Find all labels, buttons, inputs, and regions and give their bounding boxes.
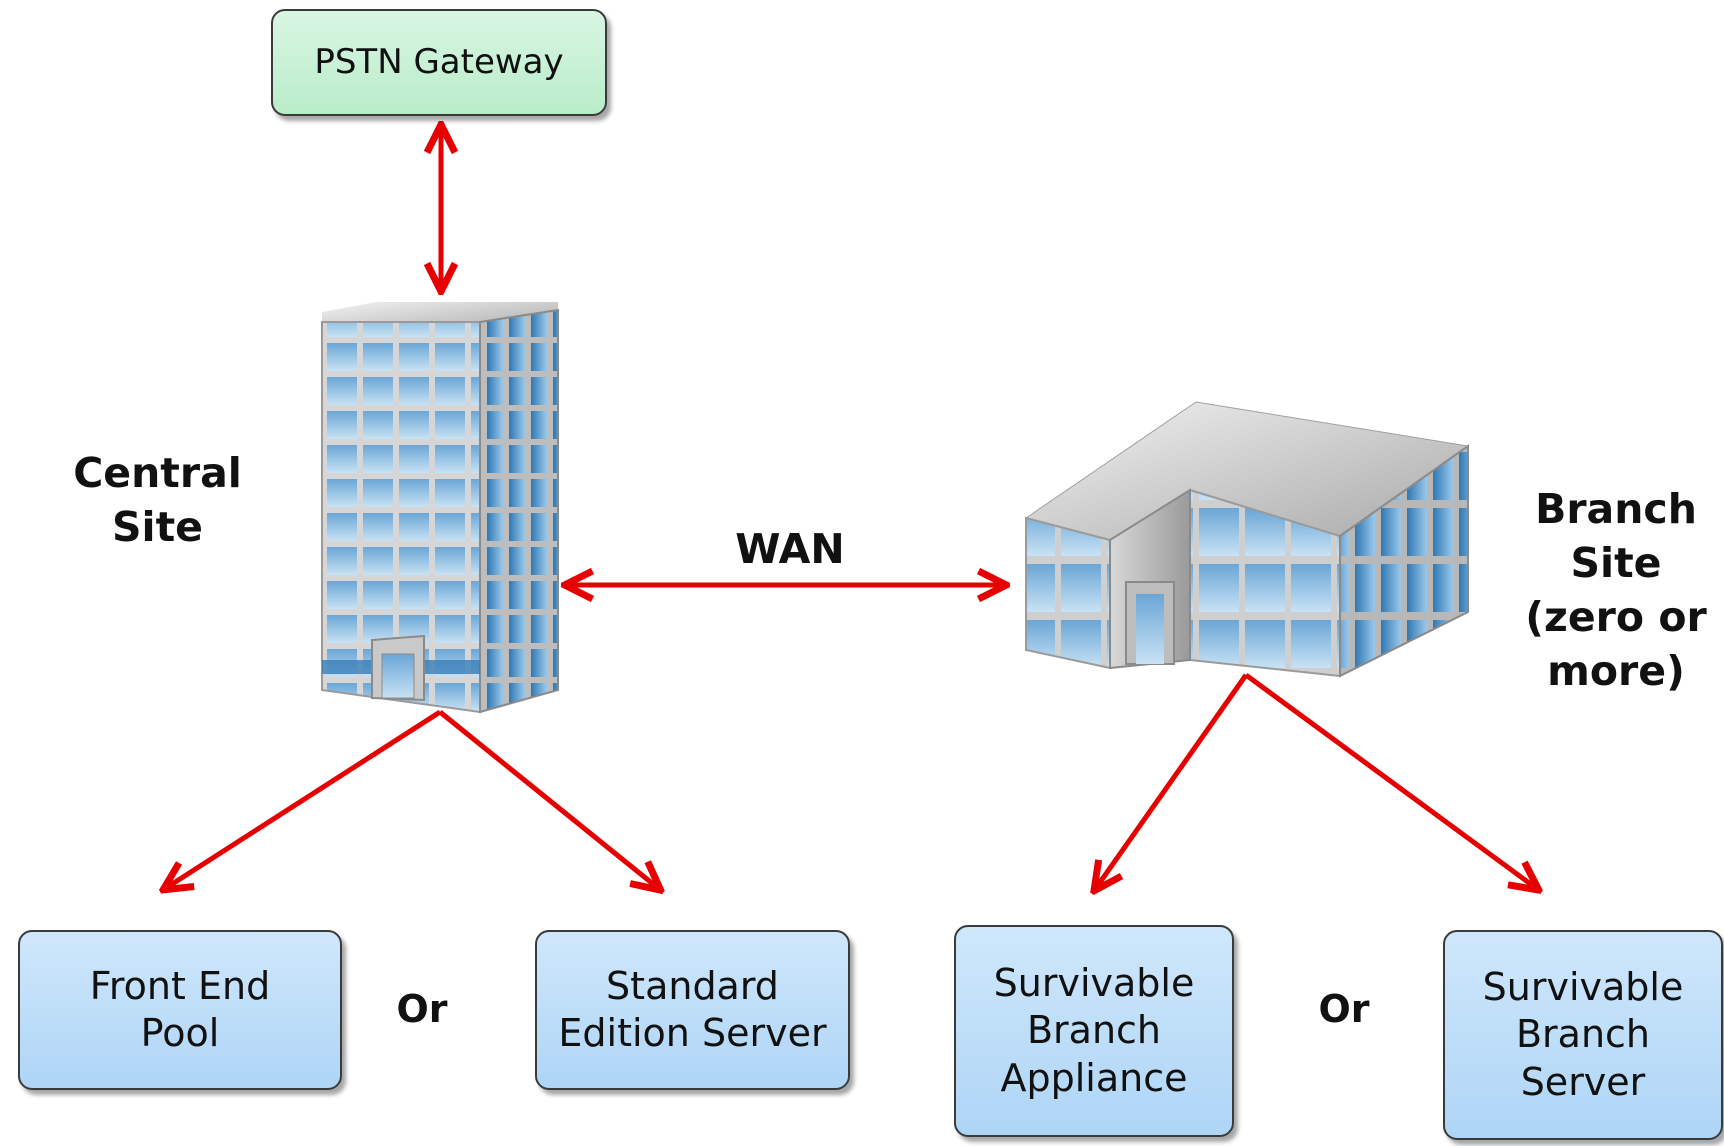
front-end-pool-box: Front End Pool [18,930,342,1090]
pstn-gateway-box: PSTN Gateway [271,9,607,116]
pstn-gateway-label: PSTN Gateway [314,42,564,83]
to-branch-server-arrow [1244,672,1536,888]
or-label-central: Or [396,987,448,1031]
survivable-branch-appliance-label: Survivable Branch Appliance [993,960,1195,1100]
or-label-branch: Or [1318,987,1370,1031]
standard-edition-server-label: Standard Edition Server [558,963,827,1056]
branch-site-label: Branch Site (zero or more) [1525,485,1707,696]
front-end-pool-label: Front End Pool [89,963,271,1056]
branch-site-building-icon [1024,401,1470,678]
survivable-branch-server-label: Survivable Branch Server [1482,964,1684,1104]
standard-edition-server-box: Standard Edition Server [535,930,850,1090]
central-site-building-icon [321,302,559,714]
survivable-branch-appliance-box: Survivable Branch Appliance [954,925,1234,1137]
to-front-end-pool-arrow [166,709,442,888]
to-standard-edition-arrow [438,710,658,888]
to-branch-appliance-arrow [1096,673,1249,888]
wan-label: WAN [735,525,845,573]
central-site-label: Central Site [73,449,242,552]
survivable-branch-server-box: Survivable Branch Server [1443,930,1723,1140]
